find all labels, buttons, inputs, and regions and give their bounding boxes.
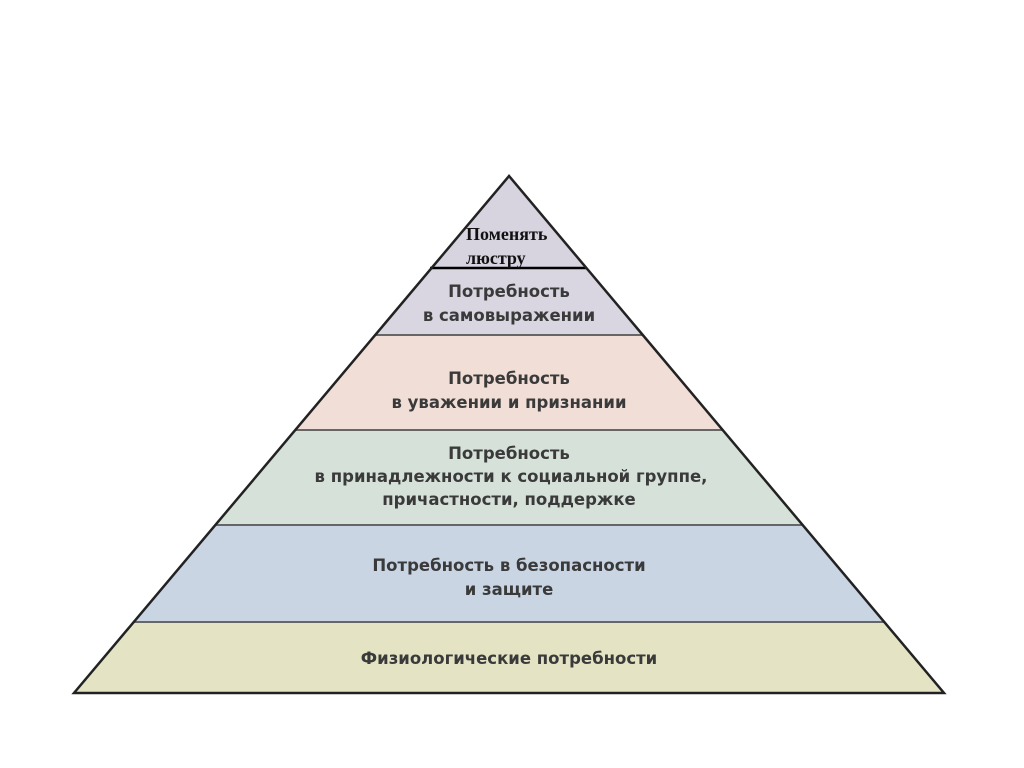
level-esteem-line-1: Потребность xyxy=(448,369,570,388)
level-self-actualization-line-2: в самовыражении xyxy=(423,306,595,325)
level-top-line-1: Поменять xyxy=(466,224,548,244)
level-physiological-line-1: Физиологические потребности xyxy=(361,649,657,668)
level-belonging-line-2: в принадлежности к социальной группе, xyxy=(315,467,708,486)
band-belonging xyxy=(215,430,803,525)
level-belonging-line-1: Потребность xyxy=(448,444,570,463)
pyramid-outline xyxy=(71,174,947,695)
level-esteem-line-2: в уважении и признании xyxy=(391,393,626,412)
level-top-line-2: люстру xyxy=(466,248,526,268)
level-safety-line-1: Потребность в безопасности xyxy=(372,556,645,575)
band-safety xyxy=(133,525,885,622)
band-top xyxy=(431,176,587,268)
level-safety-line-2: и защите xyxy=(465,580,554,599)
level-belonging-line-3: причастности, поддержке xyxy=(382,490,635,509)
level-self-actualization-line-1: Потребность xyxy=(448,282,570,301)
band-esteem xyxy=(295,335,723,430)
band-self-actualization xyxy=(375,268,643,335)
band-physiological xyxy=(74,622,944,693)
